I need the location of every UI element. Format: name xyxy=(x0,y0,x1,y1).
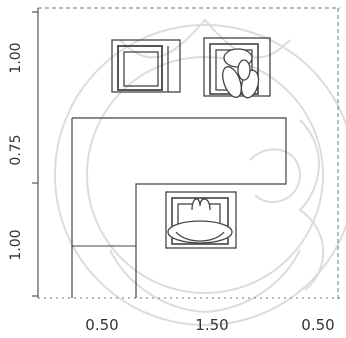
glyph-left-outer-square xyxy=(111,39,181,93)
watermark-scroll-right xyxy=(298,119,325,291)
x-tick-label-right: 0.50 xyxy=(301,316,334,334)
glyph-bottom-outer-square xyxy=(165,191,237,249)
bowl-rim xyxy=(175,231,225,242)
watermark-outer-ring xyxy=(54,24,346,326)
y-axis-ticks xyxy=(32,11,38,297)
watermark-swirl xyxy=(249,148,302,204)
flower-square-glyph-right xyxy=(203,37,271,99)
watermark-crown xyxy=(119,18,291,59)
watermark-inner-ring xyxy=(86,56,324,294)
bowl-flame xyxy=(191,198,211,211)
glyph-bottom-mid-square xyxy=(171,197,229,245)
bowl-square-glyph xyxy=(165,191,237,249)
petal-left xyxy=(222,66,242,98)
glyph-left-inner-square xyxy=(123,51,159,87)
watermark-lower-arc xyxy=(109,249,301,314)
x-tick-label-left: 0.50 xyxy=(85,316,118,334)
y-tick-label-bottom: 1.00 xyxy=(8,229,24,260)
glyph-left-mid-square xyxy=(117,45,163,91)
petal-center xyxy=(237,59,251,81)
l-shaped-region xyxy=(71,117,287,298)
bowl-body xyxy=(167,220,233,244)
watermark-seal xyxy=(54,18,346,326)
x-tick-label-middle: 1.50 xyxy=(195,316,228,334)
nested-square-glyph-left xyxy=(111,39,181,93)
y-tick-label-middle: 0.75 xyxy=(8,134,24,165)
plot-frame xyxy=(37,7,340,300)
y-tick-label-top: 1.00 xyxy=(8,42,24,73)
